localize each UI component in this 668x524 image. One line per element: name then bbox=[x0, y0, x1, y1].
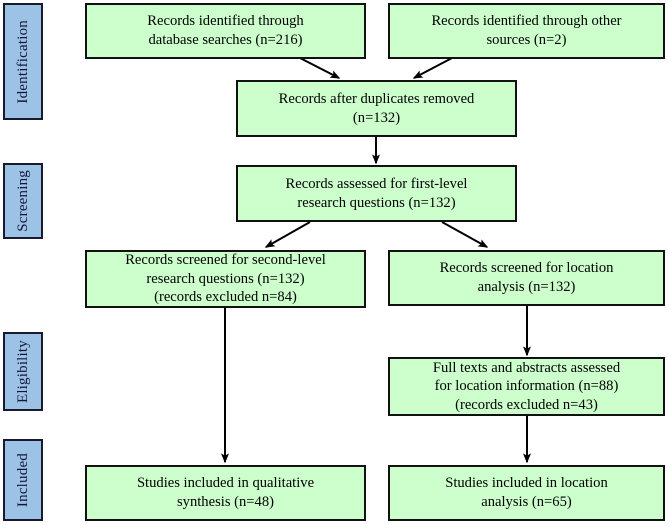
box-studies-location-analysis: Studies included in location analysis (n… bbox=[388, 465, 665, 521]
stage-label-identification-text: Identification bbox=[14, 19, 31, 104]
box-records-duplicates-removed-text: Records after duplicates removed (n=132) bbox=[278, 90, 475, 126]
box-records-other-sources-text: Records identified through other sources… bbox=[431, 13, 622, 48]
stage-label-eligibility: Eligibility bbox=[3, 332, 43, 411]
stage-label-eligibility-text: Eligibility bbox=[14, 339, 31, 404]
box-records-screened-location-text: Records screened for location analysis (… bbox=[439, 260, 614, 295]
arrow-other-sources-to-duplicates bbox=[412, 57, 453, 79]
box-records-screened-second-level: Records screened for second-level resear… bbox=[85, 250, 366, 308]
box-studies-location-analysis-text: Studies included in location analysis (n… bbox=[445, 475, 608, 510]
box-records-database: Records identified through database sear… bbox=[85, 3, 366, 59]
box-studies-qualitative-synthesis: Studies included in qualitative synthesi… bbox=[85, 465, 366, 521]
box-records-database-text: Records identified through database sear… bbox=[147, 13, 304, 48]
box-records-other-sources: Records identified through other sources… bbox=[388, 3, 665, 59]
stage-label-identification: Identification bbox=[3, 3, 43, 120]
box-records-screened-location: Records screened for location analysis (… bbox=[388, 250, 665, 306]
stage-label-included: Included bbox=[3, 439, 43, 521]
box-full-texts-assessed-location: Full texts and abstracts assessed for lo… bbox=[388, 357, 665, 416]
stage-label-included-text: Included bbox=[14, 452, 31, 508]
box-records-screened-second-level-text: Records screened for second-level resear… bbox=[125, 252, 326, 306]
box-records-assessed-first-level-text: Records assessed for first-level researc… bbox=[285, 175, 468, 211]
arrow-database-to-duplicates bbox=[299, 57, 341, 79]
stage-label-screening: Screening bbox=[3, 163, 43, 239]
box-studies-qualitative-synthesis-text: Studies included in qualitative synthesi… bbox=[136, 475, 315, 510]
box-full-texts-assessed-location-text: Full texts and abstracts assessed for lo… bbox=[432, 359, 621, 413]
stage-label-screening-text: Screening bbox=[14, 170, 31, 232]
box-records-duplicates-removed: Records after duplicates removed (n=132) bbox=[236, 80, 517, 137]
arrow-first-level-to-location-screened bbox=[441, 221, 489, 248]
box-records-assessed-first-level: Records assessed for first-level researc… bbox=[236, 165, 517, 222]
arrow-first-level-to-second-level bbox=[264, 221, 311, 248]
